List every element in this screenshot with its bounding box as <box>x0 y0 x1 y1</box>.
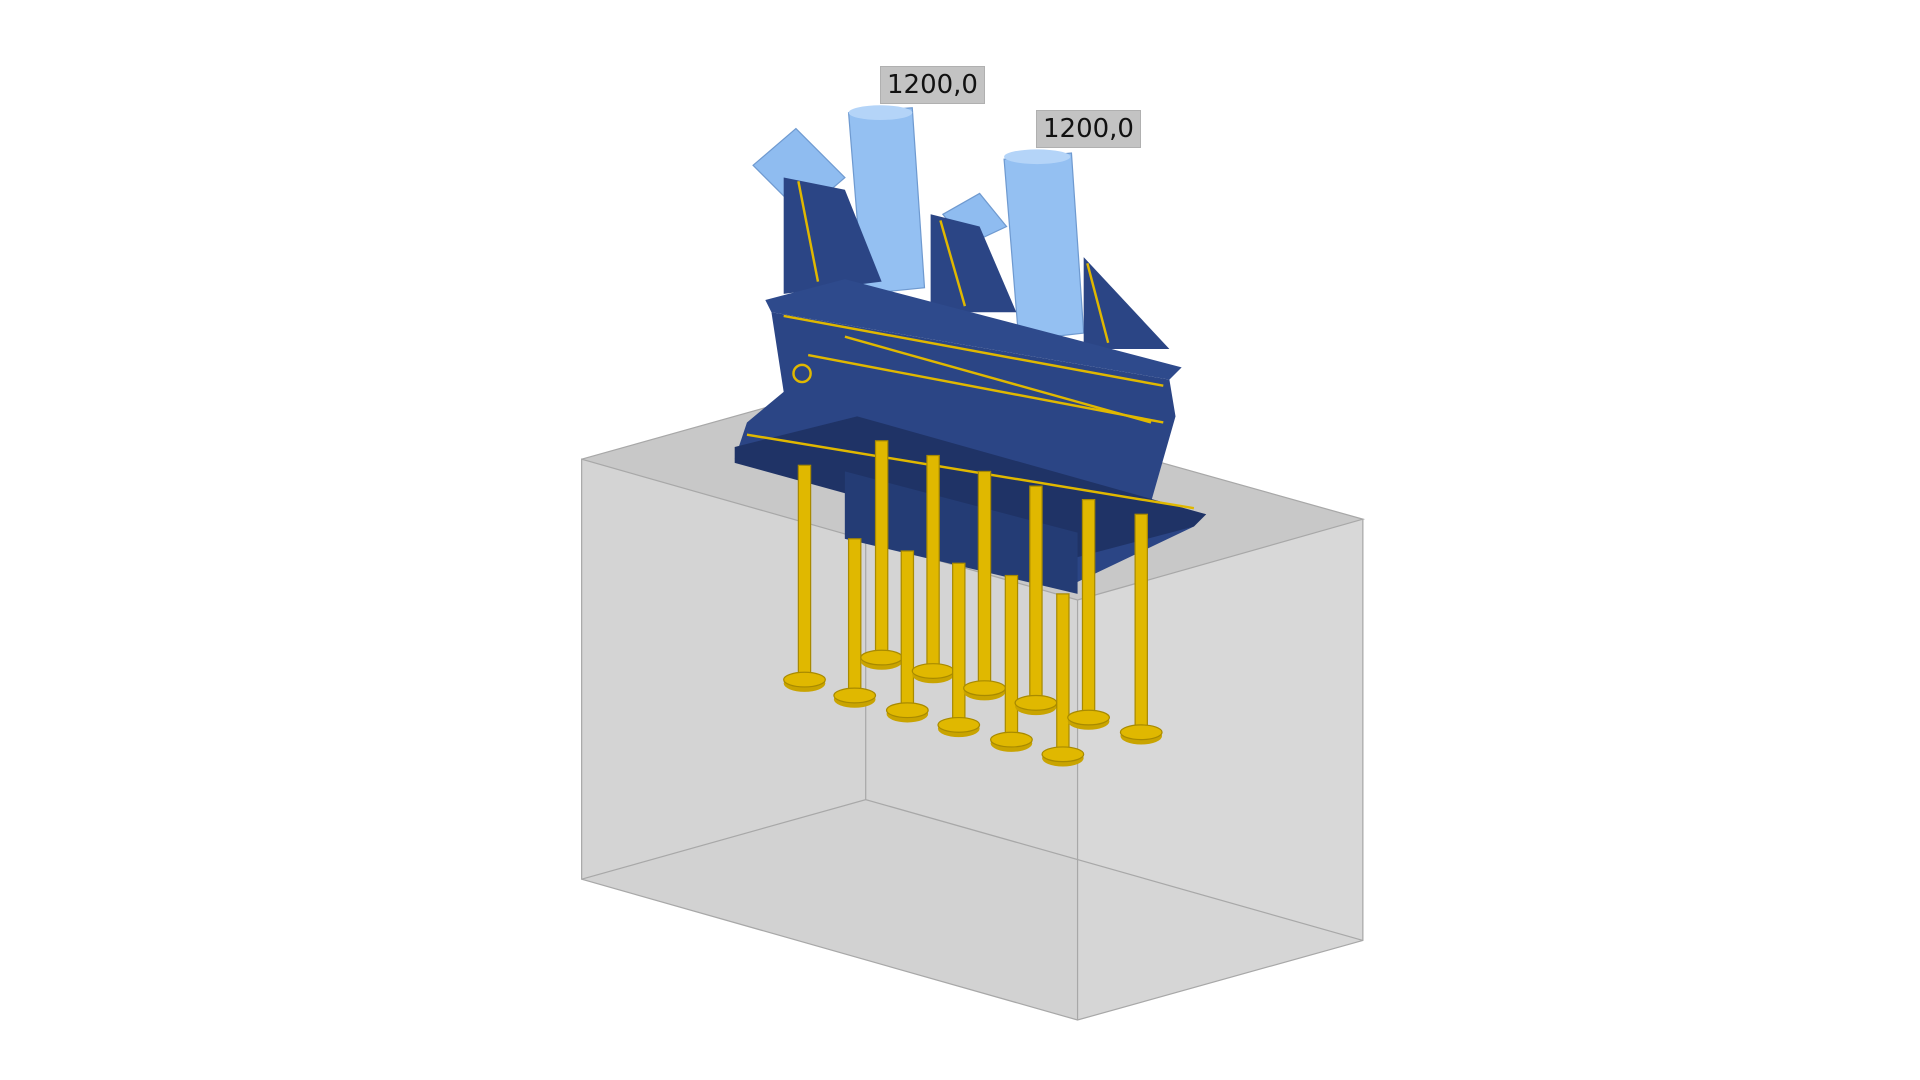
anchor-pile <box>783 464 826 692</box>
steel-structure <box>734 177 1207 594</box>
anchor-pile <box>885 550 929 723</box>
anchor-pile <box>1041 593 1085 767</box>
dimension-label-2: 1200,0 <box>1036 110 1141 148</box>
anchor-piles <box>783 440 1163 767</box>
anchor-pile <box>911 454 955 684</box>
anchor-pile <box>990 574 1033 752</box>
anchor-pile <box>937 562 981 738</box>
anchor-pile <box>1067 498 1111 730</box>
anchor-pile <box>1119 513 1163 745</box>
anchor-pile <box>963 470 1006 701</box>
anchor-pile <box>860 440 904 670</box>
dimension-label-1: 1200,0 <box>880 66 985 104</box>
anchor-pile <box>1014 485 1058 716</box>
anchor-pile <box>833 538 877 708</box>
